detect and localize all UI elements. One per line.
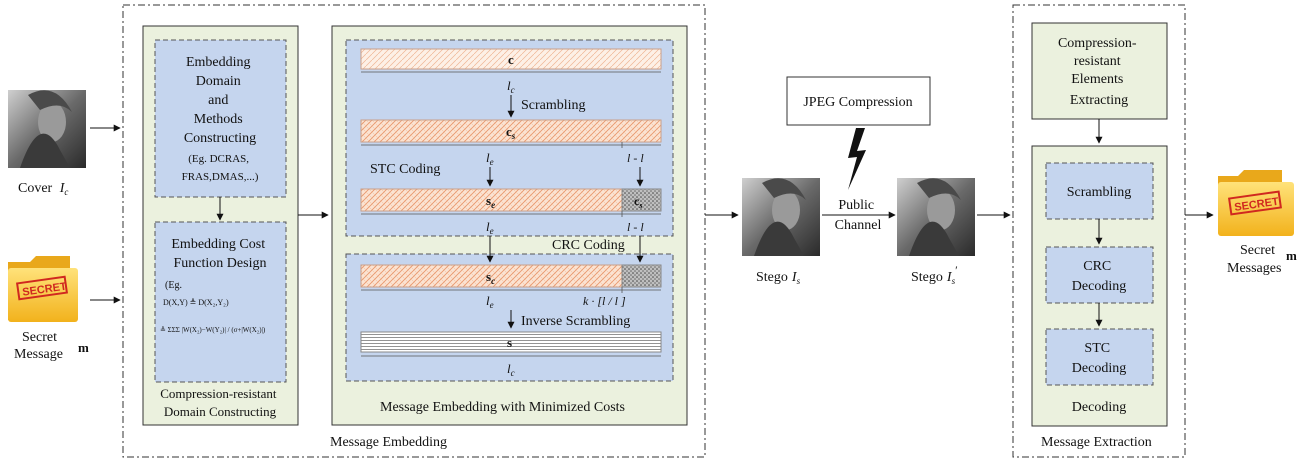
stego-image-icon: [742, 178, 820, 256]
domain-methods-text: Embedding Domain and Methods Constructin…: [184, 55, 256, 146]
secret-messages-label-1: Secret: [1240, 243, 1275, 258]
k-formula: k · [l / l ]: [583, 294, 626, 308]
embedding-costs-label: Message Embedding with Minimized Costs: [380, 400, 625, 415]
le-label-3: le: [486, 293, 494, 310]
crc-decoding-box: [1045, 246, 1154, 304]
lightning-bolt-icon: [848, 128, 866, 190]
domain-methods-box: [154, 39, 287, 198]
jpeg-compression-box: [786, 76, 931, 126]
secret-symbol: m: [78, 340, 89, 355]
extract-elements-text: Compression- resistant Elements Extracti…: [1058, 36, 1140, 108]
cs-bar: [360, 119, 662, 143]
secret-messages-label-2: Messages: [1227, 261, 1281, 276]
lc-minus-le-2: l - l: [627, 220, 644, 234]
cost-function-text: Embedding Cost Function Design: [171, 237, 268, 271]
lc-label-2: lc: [507, 361, 515, 378]
cost-function-box: [154, 221, 287, 383]
s-bar: [360, 331, 662, 353]
secret-folder-icon: SECRET: [8, 256, 78, 322]
secret-messages-folder-icon: SECRET: [1218, 170, 1294, 236]
s-bar-label: s: [507, 335, 512, 350]
stc-coding-label: STC Coding: [370, 162, 440, 177]
extraction-outer-label: Message Extraction: [1041, 435, 1152, 450]
secret-messages-symbol: m: [1286, 248, 1297, 263]
cs-tail-label: cs: [634, 194, 642, 210]
secret-label-2: Message: [14, 347, 63, 362]
domain-methods-example: (Eg. DCRAS, FRAS,DMAS,...): [182, 153, 259, 183]
decoding-label: Decoding: [1072, 400, 1126, 415]
secret-label-1: Secret: [22, 330, 57, 345]
crc-coding-label: CRC Coding: [552, 238, 625, 253]
cover-image-icon: [8, 90, 86, 168]
ext-scrambling-box: [1045, 162, 1154, 220]
crc-tail-block: [621, 264, 662, 288]
extraction-outer-frame: [1012, 4, 1186, 458]
cover-label: Cover Ic: [18, 181, 68, 197]
inverse-scrambling-label: Inverse Scrambling: [521, 314, 630, 329]
lc-label-1: lc: [507, 78, 515, 95]
cs-tail-block: [621, 188, 662, 212]
embedding-outer-frame: [122, 4, 706, 458]
stc-decoding-box: [1045, 328, 1154, 386]
cs-bar-label: cs: [506, 124, 516, 141]
scrambling-label: Scrambling: [521, 98, 586, 113]
c-bar-label: c: [508, 52, 514, 67]
stc-decoding-label: STC Decoding: [1072, 341, 1126, 376]
domain-panel-label: Compression-resistant Domain Constructin…: [160, 386, 280, 419]
public-channel-label: Public Channel: [835, 198, 882, 233]
crc-decoding-label: CRC Decoding: [1072, 259, 1126, 294]
se-bar-label: se: [486, 193, 495, 210]
sc-bar-label: sc: [486, 269, 495, 286]
cost-formula-2: ≜ ΣΣΣ |W(X₂)−W(Y₂)| / (σ+|W(X₂)|): [160, 326, 266, 334]
cost-formula-1: D(X,Y) ≜ D(X₂,Y₂): [163, 298, 229, 307]
cost-example: (Eg.: [165, 280, 182, 291]
stego-received-image-icon: [897, 178, 975, 256]
le-label-2: le: [486, 219, 494, 236]
embedding-outer-label: Message Embedding: [330, 435, 447, 450]
lc-minus-le-1: l - l: [627, 151, 644, 165]
jpeg-compression-label: JPEG Compression: [803, 95, 912, 110]
ext-scrambling-label: Scrambling: [1067, 185, 1132, 200]
le-label-1: le: [486, 150, 494, 167]
extract-elements-box: [1031, 22, 1168, 120]
c-bar: [360, 48, 662, 70]
